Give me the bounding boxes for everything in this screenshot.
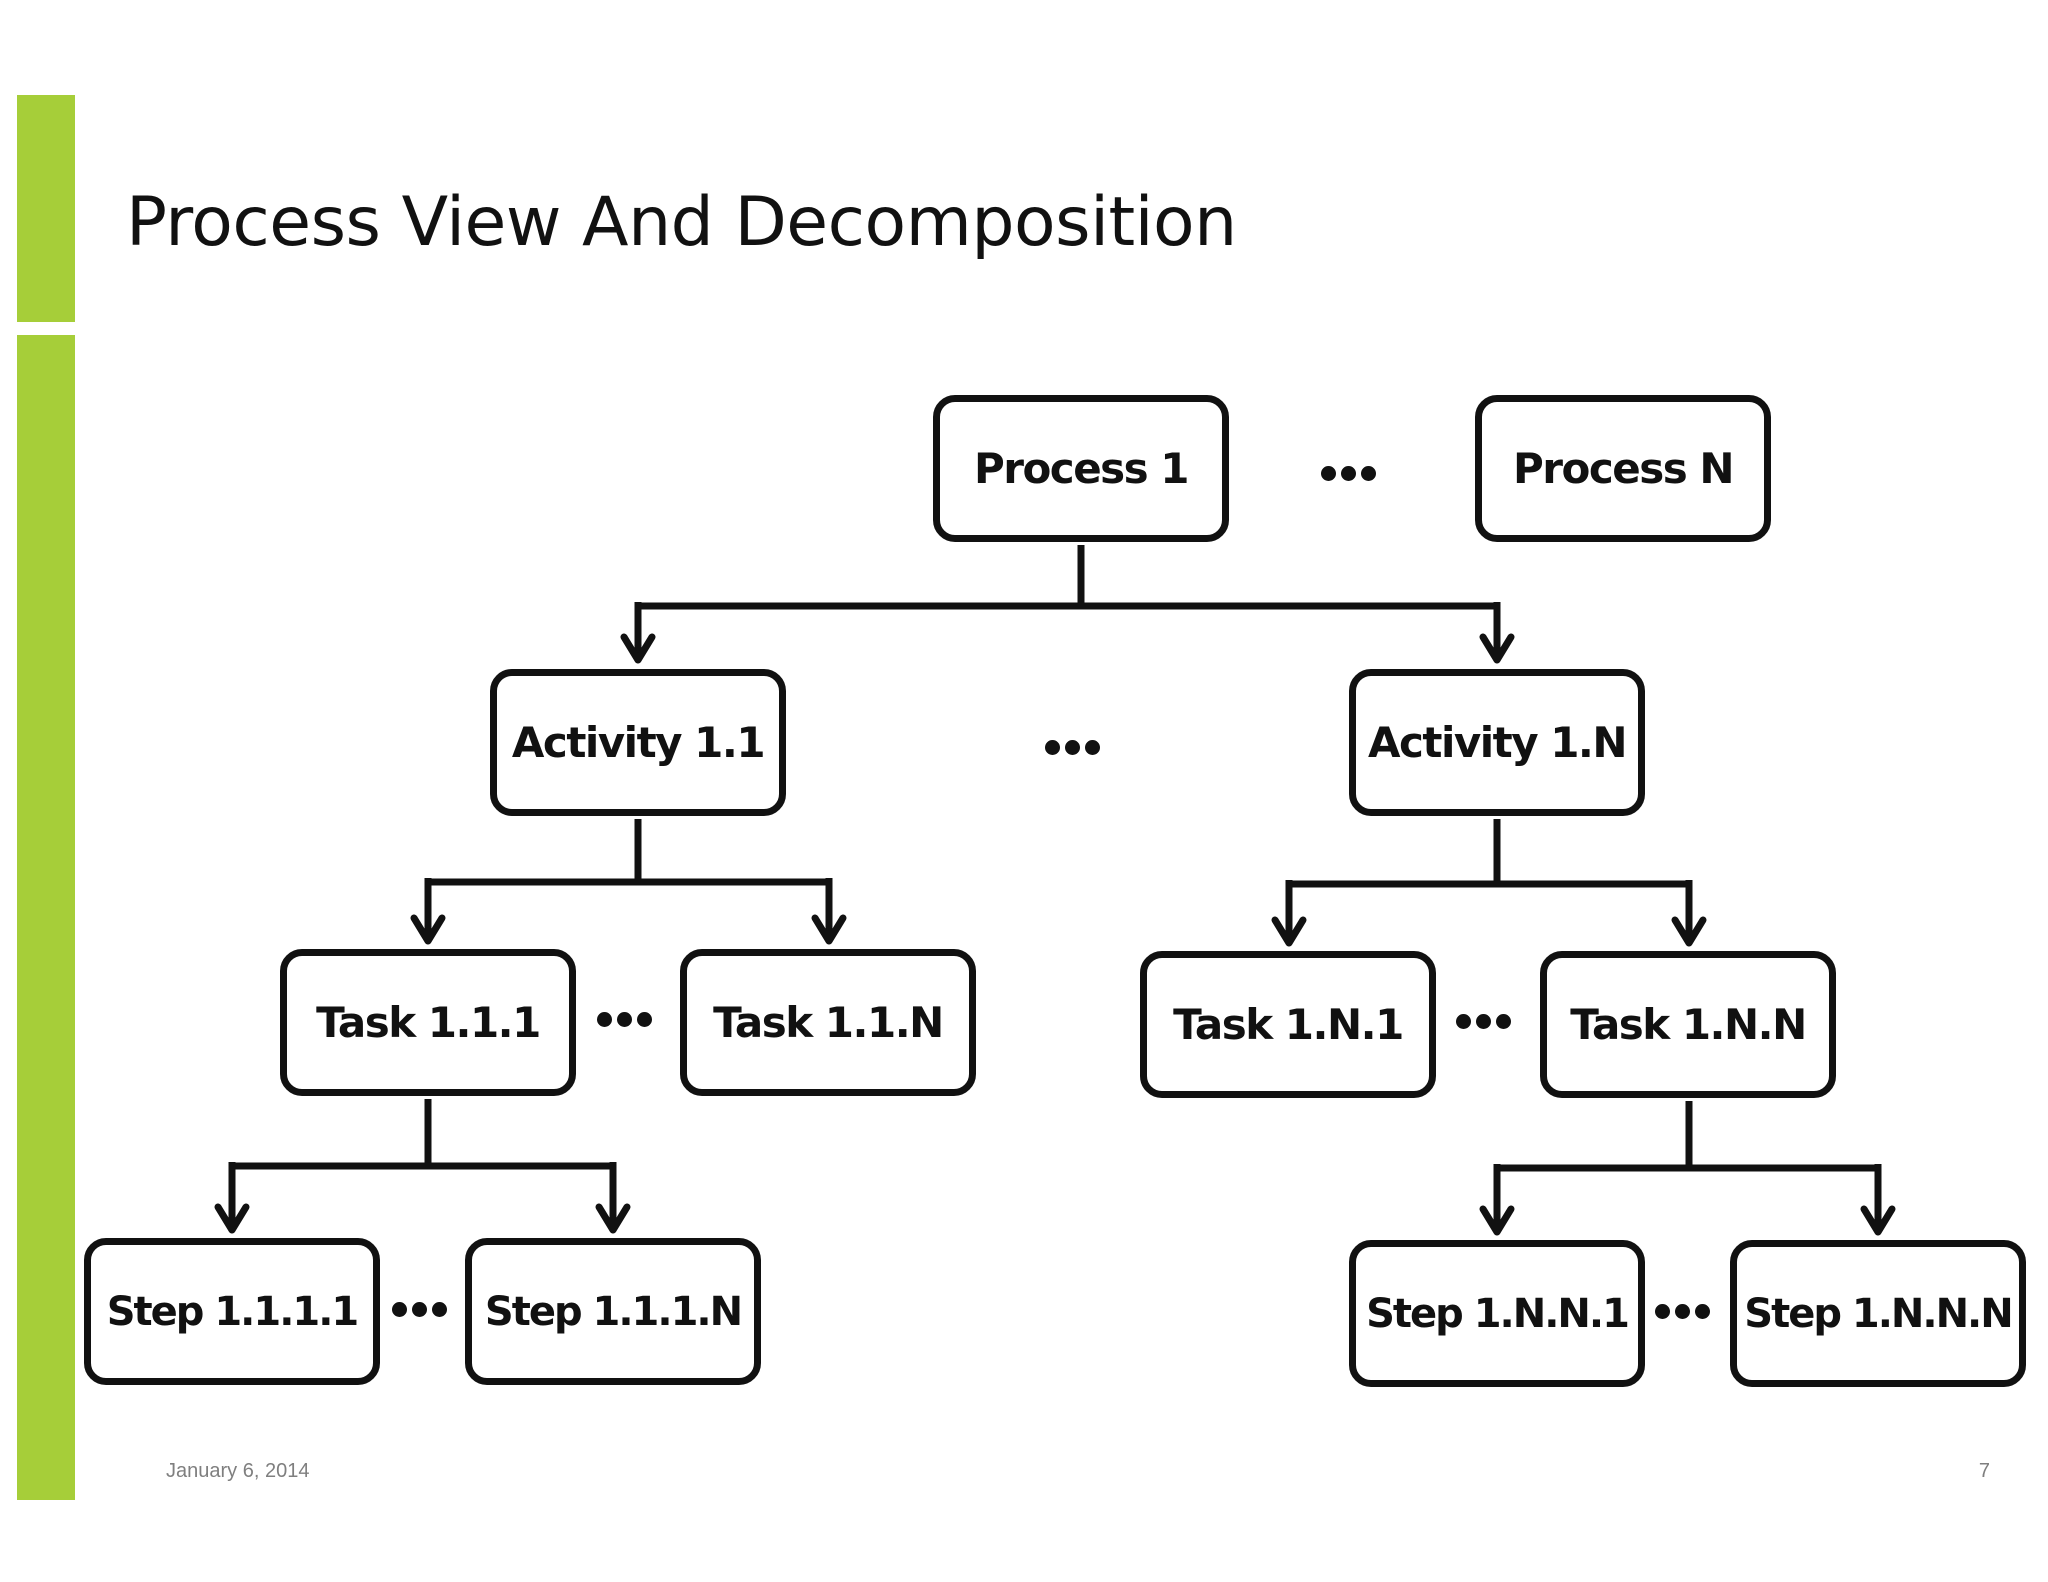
node-step-1-n-n-n: Step 1.N.N.N xyxy=(1730,1240,2026,1387)
ellipsis-steps-right xyxy=(1655,1304,1710,1319)
node-process-n: Process N xyxy=(1475,395,1771,542)
page-number: 7 xyxy=(1978,1460,1990,1482)
accent-bar-bottom xyxy=(17,335,75,1500)
ellipsis-activities xyxy=(1045,740,1100,755)
edge-task1nn-bus xyxy=(1497,1101,1878,1172)
arrowhead-task1n1 xyxy=(1271,916,1307,947)
node-step-1-n-n-1: Step 1.N.N.1 xyxy=(1349,1240,1645,1387)
arrowhead-activity11 xyxy=(620,633,656,664)
node-step-1-1-1-1: Step 1.1.1.1 xyxy=(84,1238,380,1385)
node-activity-1-n: Activity 1.N xyxy=(1349,669,1645,816)
node-process-1: Process 1 xyxy=(933,395,1229,542)
arrowhead-step1nnn xyxy=(1860,1205,1896,1236)
node-activity-1-1: Activity 1.1 xyxy=(490,669,786,816)
arrowhead-task11n xyxy=(811,914,847,945)
arrowhead-step1nn1 xyxy=(1479,1205,1515,1236)
edge-process1-bus xyxy=(638,545,1497,610)
ellipsis-tasks-left xyxy=(597,1012,652,1027)
slide-title: Process View And Decomposition xyxy=(126,183,1237,262)
arrowhead-step1111 xyxy=(214,1203,250,1234)
arrowhead-step111n xyxy=(595,1203,631,1234)
node-task-1-1-n: Task 1.1.N xyxy=(680,949,976,1096)
node-task-1-n-n: Task 1.N.N xyxy=(1540,951,1836,1098)
edge-activity1n-bus xyxy=(1289,819,1689,888)
edge-activity11-bus xyxy=(428,819,829,886)
ellipsis-steps-left xyxy=(392,1302,447,1317)
node-task-1-1-1: Task 1.1.1 xyxy=(280,949,576,1096)
edge-task111-bus xyxy=(232,1099,613,1170)
arrowhead-task1nn xyxy=(1671,916,1707,947)
ellipsis-tasks-right xyxy=(1456,1014,1511,1029)
ellipsis-processes xyxy=(1321,466,1376,481)
node-step-1-1-1-n: Step 1.1.1.N xyxy=(465,1238,761,1385)
node-task-1-n-1: Task 1.N.1 xyxy=(1140,951,1436,1098)
arrowhead-task111 xyxy=(410,914,446,945)
accent-bar-top xyxy=(17,95,75,322)
footer-date: January 6, 2014 xyxy=(166,1460,310,1482)
arrowhead-activity1n xyxy=(1479,633,1515,664)
